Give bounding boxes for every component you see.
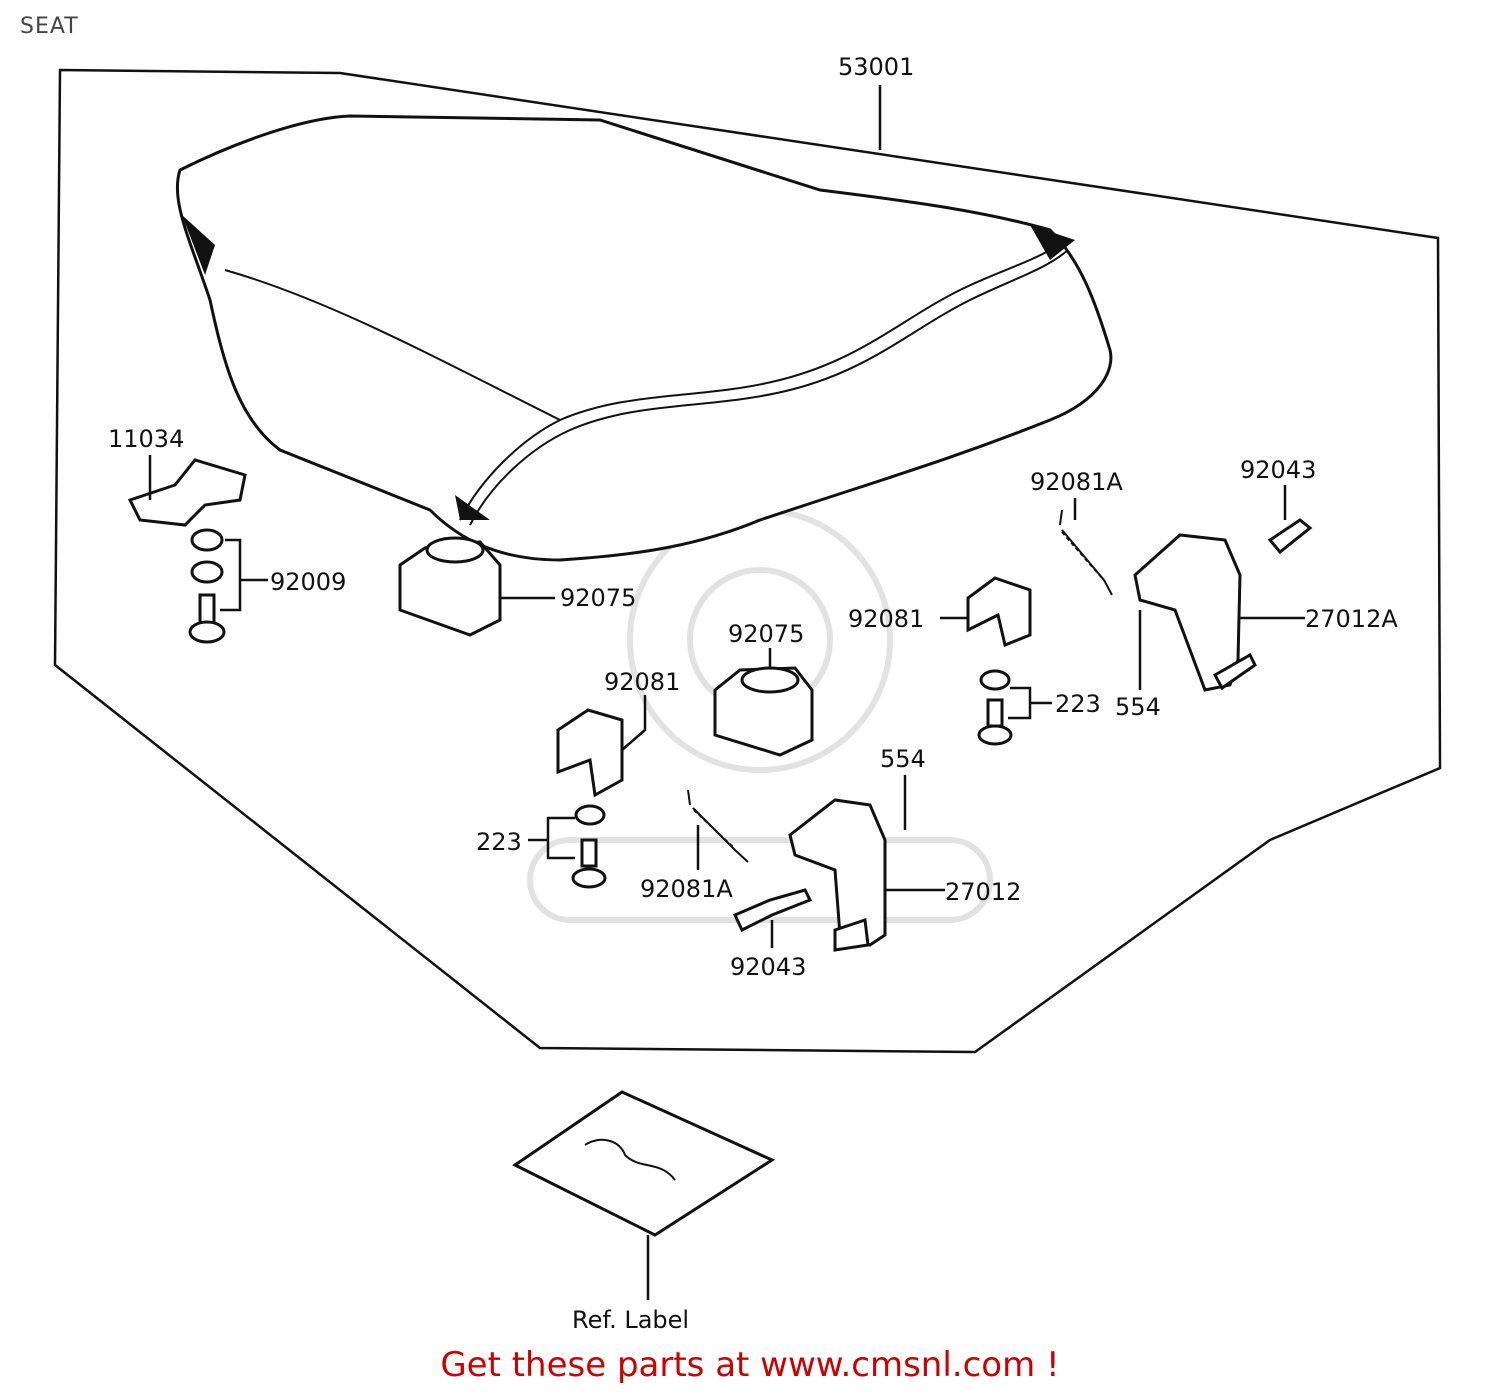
part-label-ref-label: Ref. Label [572, 1306, 689, 1334]
part-label-92043-lower: 92043 [730, 953, 806, 981]
screw-223-left [571, 804, 607, 889]
part-label-27012A: 27012A [1305, 605, 1398, 633]
spring-92081A-lower [687, 789, 749, 863]
damper-92075-lower [713, 666, 814, 757]
part-label-92009: 92009 [270, 568, 346, 596]
clip-92081-left [556, 708, 624, 798]
pin-92043-lower [732, 888, 813, 933]
part-label-53001: 53001 [838, 53, 914, 81]
part-label-554-upper: 554 [1115, 693, 1161, 721]
hinge-27012A [1133, 533, 1257, 692]
part-label-27012: 27012 [945, 878, 1021, 906]
reference-label-card [512, 1090, 776, 1237]
footer-link[interactable]: Get these parts at www.cmsnl.com ! [440, 1345, 1060, 1385]
part-label-92075-upper: 92075 [560, 584, 636, 612]
bracket-11034 [127, 458, 247, 527]
part-label-92081-right: 92081 [848, 605, 924, 633]
part-label-11034: 11034 [108, 425, 184, 453]
part-label-92043-upper: 92043 [1240, 456, 1316, 484]
page-title: SEAT [20, 14, 79, 39]
damper-92075-upper [398, 536, 502, 637]
part-label-223-right: 223 [1055, 690, 1101, 718]
washer-bolt-92009 [188, 528, 226, 644]
assembly-outline [53, 68, 1442, 1054]
clip-92081-right [966, 576, 1032, 648]
part-label-92081A-lower: 92081A [640, 875, 733, 903]
part-label-223-left: 223 [476, 828, 522, 856]
part-label-92075-lower: 92075 [728, 620, 804, 648]
screw-223-right [977, 669, 1013, 746]
part-label-554-lower: 554 [880, 745, 926, 773]
part-label-92081A-upper: 92081A [1030, 468, 1123, 496]
hinge-27012 [788, 798, 887, 952]
pin-92043-upper [1267, 518, 1313, 555]
seat-part [175, 114, 1113, 562]
part-label-92081-left: 92081 [604, 668, 680, 696]
spring-92081A-upper [1059, 509, 1113, 596]
